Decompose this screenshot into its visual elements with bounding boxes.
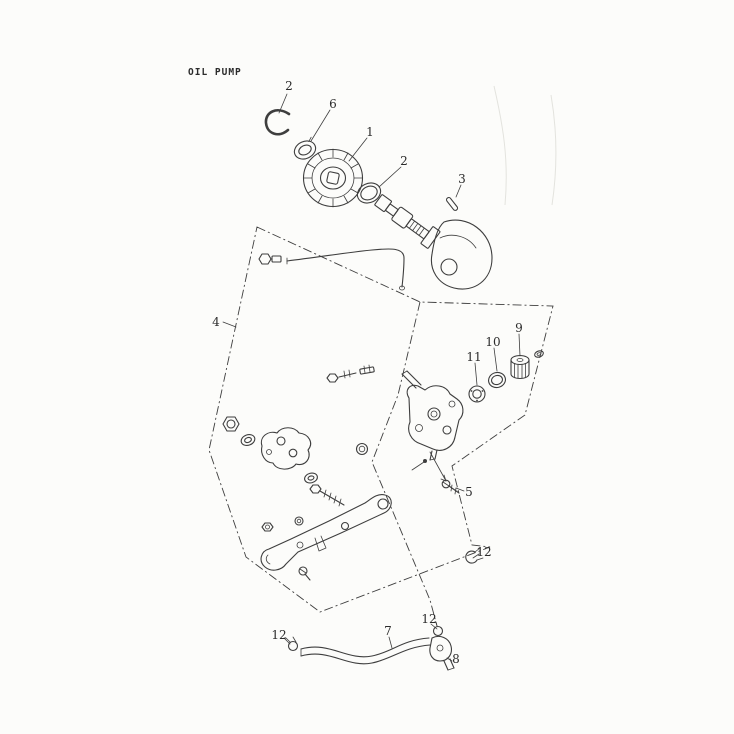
part-bearing (468, 385, 486, 403)
part-washer-3 (294, 516, 304, 526)
callout-3: 3 (458, 172, 466, 186)
part-drive-shaft (374, 194, 441, 249)
callout-8: 8 (452, 652, 460, 666)
part-washer (240, 434, 256, 446)
callout-11: 11 (466, 350, 481, 364)
diagram-title: OIL PUMP (188, 67, 242, 78)
callout-12-left: 12 (271, 628, 286, 642)
assembly-boundary (208, 226, 554, 627)
callout-10: 10 (485, 335, 500, 349)
part-oil-hose (300, 637, 431, 665)
scan-artifact-lines (493, 85, 557, 206)
part-hose-clamp-right (465, 547, 484, 564)
part-dowel-pin (445, 197, 459, 211)
callout-2-top: 2 (285, 79, 293, 93)
part-hex-nut (222, 416, 240, 432)
part-threaded-bolt (309, 484, 345, 507)
part-drive-gear (302, 148, 364, 208)
part-washer-2 (304, 472, 318, 484)
part-grommet (355, 442, 369, 456)
callout-9: 9 (515, 321, 523, 335)
callout-4: 4 (212, 315, 220, 329)
inner-boundary-line (371, 301, 438, 627)
part-oil-pipe (258, 248, 405, 291)
part-bolt-left (261, 522, 274, 532)
part-elbow-fitting (429, 635, 455, 671)
part-o-ring-small (488, 371, 506, 389)
part-mounting-plate (260, 427, 312, 470)
part-mounting-arm (260, 494, 392, 571)
callout-leaders (222, 93, 521, 662)
part-slotted-ring (293, 136, 317, 160)
part-washer-tiny (534, 350, 544, 358)
gear-ribs (303, 148, 363, 208)
part-screw-below-arm (298, 566, 311, 581)
part-bolt-and-stud (326, 364, 375, 383)
part-screw (441, 479, 460, 495)
callout-7: 7 (384, 624, 392, 638)
part-hose-clamp-fitting (432, 621, 444, 637)
part-pump-gear (510, 354, 530, 380)
callout-2-shaft: 2 (400, 154, 408, 168)
callout-5: 5 (465, 485, 473, 499)
callout-12-fitting: 12 (421, 612, 436, 626)
callout-12-right: 12 (476, 545, 491, 559)
callout-1: 1 (366, 125, 374, 139)
part-hose-clamp-left (285, 636, 299, 652)
part-o-ring (356, 182, 382, 204)
part-snap-ring (264, 109, 291, 136)
callout-labels: 2 6 1 2 3 4 9 10 11 5 12 12 7 12 8 (212, 79, 523, 666)
part-crank-bell (430, 219, 493, 290)
callout-6: 6 (329, 97, 337, 111)
